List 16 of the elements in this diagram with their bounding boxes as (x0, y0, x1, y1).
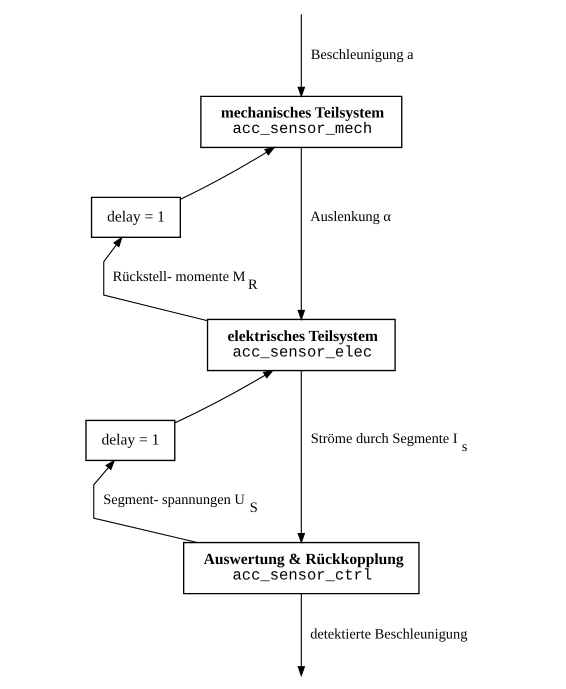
arrow (180, 146, 276, 200)
arrow (93, 458, 198, 543)
arrow (103, 236, 208, 321)
edge-label: Beschleunigung a (310, 46, 414, 63)
node-box: delay = 1 (85, 419, 176, 461)
arrow (297, 14, 306, 98)
node-box: Auswertung & Rückkopplung acc_sensor_ctrl (183, 541, 420, 594)
edge-label: Auslenkung α (310, 208, 391, 225)
arrow (174, 369, 274, 423)
arrow (297, 593, 306, 677)
arrow (297, 147, 306, 320)
node-box: delay = 1 (90, 196, 181, 238)
node-box: elektrisches Teilsystem acc_sensor_elec (206, 318, 396, 371)
edge-label: detektierte Beschleunigung (310, 626, 468, 642)
arrow (297, 370, 306, 544)
node-box: mechanisches Teilsystem acc_sensor_mech (200, 95, 402, 148)
